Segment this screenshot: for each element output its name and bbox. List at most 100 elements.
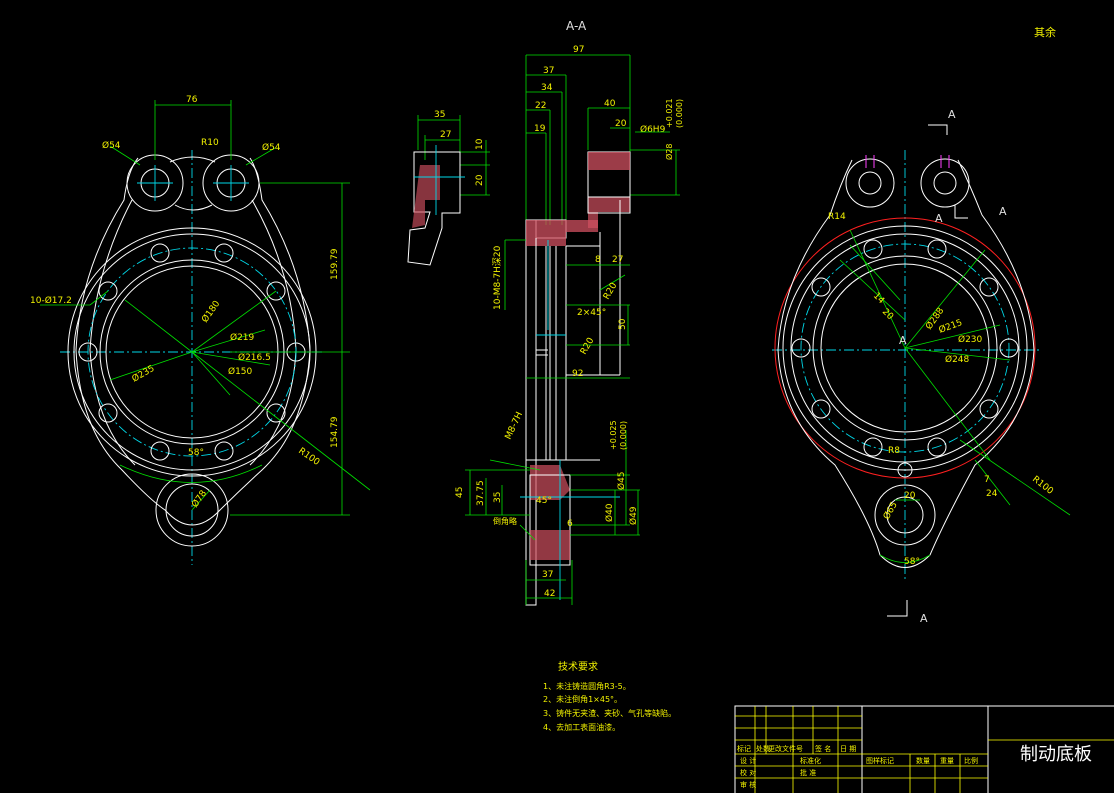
right-dim-phi65: Ø65 xyxy=(881,500,900,522)
sec-note-chamfer: 倒角略 xyxy=(493,516,517,526)
front-dim-phi235: Ø235 xyxy=(130,363,157,385)
right-section-mark-1: A xyxy=(948,108,956,121)
tb-info-weight: 重量 xyxy=(940,757,954,765)
detail-view: 35 27 10 20 xyxy=(407,110,490,266)
right-red-arc xyxy=(774,217,1036,479)
notes-title: 技术要求 xyxy=(558,660,598,673)
tb-info-mark: 图样标记 xyxy=(866,756,894,765)
front-dim-phi219: Ø219 xyxy=(230,332,255,343)
sec-dim-thread-10m8: 10-M8-7H深20 xyxy=(492,245,503,310)
front-dim-bolt-holes: 10-Ø17.2 xyxy=(30,295,72,306)
right-section-mark-3: A xyxy=(999,205,1007,218)
technical-notes: 技术要求 1、未注铸造圆角R3-5。 2、未注倒角1×45°。 3、铸件无夹渣、… xyxy=(543,660,676,732)
tb-rev-h4: 签 名 xyxy=(815,744,831,753)
sec-dim-r20a: R20 xyxy=(602,281,620,302)
front-dim-76: 76 xyxy=(186,95,198,105)
tb-rev-h3: 更改文件号 xyxy=(768,744,803,753)
right-dim-r14: R14 xyxy=(828,212,846,222)
right-dim-phi215: Ø215 xyxy=(937,317,964,336)
tb-info-qty: 数量 xyxy=(916,756,930,765)
sec-dim-20: 20 xyxy=(615,119,627,129)
sec-dim-45: 45 xyxy=(455,487,465,498)
sec-dim-34: 34 xyxy=(541,83,553,93)
sec-dim-37: 37 xyxy=(543,66,554,76)
front-dim-phi54-left: Ø54 xyxy=(102,140,121,151)
sec-dim-phi45-tol-lower: (0.000) xyxy=(619,421,628,450)
tb-rev-h1: 标记 xyxy=(737,744,751,753)
right-dim-r100: R100 xyxy=(1030,474,1055,496)
sec-dim-phi40: Ø40 xyxy=(604,503,615,522)
right-center-label: A xyxy=(899,334,907,347)
sec-dim-phi28-tol-upper: +0.021 xyxy=(665,98,674,128)
sec-dim-37b: 37 xyxy=(542,570,553,580)
right-view: A A A A R14 14 20 Ø288 Ø215 Ø230 Ø248 R8… xyxy=(772,108,1071,625)
front-dim-58deg: 58° xyxy=(188,448,204,458)
right-dim-20b: 20 xyxy=(904,491,916,501)
title-block: 标记 处数 更改文件号 签 名 日 期 设 计 校 对 审 核 标准化 批 准 … xyxy=(734,705,1114,793)
right-dim-24: 24 xyxy=(986,489,998,499)
tb-rev-h5: 日 期 xyxy=(840,745,856,753)
front-body-inner-left xyxy=(89,199,136,466)
note-2: 2、未注倒角1×45°。 xyxy=(543,694,622,704)
right-dim-7: 7 xyxy=(984,475,990,485)
front-dim-phi54-right: Ø54 xyxy=(262,142,281,153)
sec-dim-phi49: Ø49 xyxy=(628,506,639,525)
right-dim-r8: R8 xyxy=(888,446,900,456)
detail-dim-27: 27 xyxy=(440,130,451,140)
section-title: A-A xyxy=(566,19,587,33)
right-dim-14: 14 xyxy=(871,291,886,306)
front-bottom-lug xyxy=(155,473,229,547)
sec-dim-40: 40 xyxy=(604,99,616,109)
detail-dim-20: 20 xyxy=(475,174,485,186)
right-section-mark-2: A xyxy=(935,212,943,225)
sec-dim-45deg: 45° xyxy=(536,496,552,506)
note-4: 4、去加工表面油漆。 xyxy=(543,722,620,732)
front-dim-phi216-5: Ø216.5 xyxy=(238,352,271,363)
tb-rev-h2: 处数 xyxy=(756,744,770,753)
sec-dim-6: 6 xyxy=(567,519,573,529)
sec-dim-97: 97 xyxy=(573,45,584,55)
sec-dim-2x45: 2×45° xyxy=(577,308,606,318)
front-view: 76 R10 Ø54 Ø54 159.79 154.79 10-Ø17.2 Ø1… xyxy=(30,95,371,565)
front-dim-phi180: Ø180 xyxy=(199,298,222,324)
sec-dim-27b: 27 xyxy=(612,255,623,265)
sec-dim-m8-7h: M8-7H xyxy=(504,411,525,442)
sec-dim-8: 8 xyxy=(595,255,601,265)
corner-roughness-label: 其余 xyxy=(1034,25,1056,39)
sec-dim-37-75: 37.75 xyxy=(476,480,486,506)
sec-dim-phi6h9: Ø6H9 xyxy=(640,124,666,135)
tb-row-design: 设 计 xyxy=(740,756,756,765)
sec-dim-19: 19 xyxy=(534,124,546,134)
front-bottom-hole xyxy=(165,483,219,537)
front-body-outline xyxy=(75,157,311,526)
right-bolt-holes xyxy=(791,239,1019,457)
right-dim-58deg: 58° xyxy=(904,557,920,567)
front-dim-159-79: 159.79 xyxy=(330,248,340,280)
front-dim-154-79: 154.79 xyxy=(330,416,340,448)
tb-row-check: 校 对 xyxy=(740,768,756,777)
tb-mid-approve: 批 准 xyxy=(800,768,816,777)
tb-row-review: 审 核 xyxy=(740,780,756,789)
sec-dim-92: 92 xyxy=(572,369,583,379)
detail-dim-10: 10 xyxy=(475,138,485,150)
right-section-mark-4: A xyxy=(920,612,928,625)
sec-dim-35: 35 xyxy=(493,492,503,503)
sec-dim-r20b: R20 xyxy=(579,336,597,357)
right-dim-phi230: Ø230 xyxy=(958,334,983,345)
sec-dim-50: 50 xyxy=(618,318,628,330)
sec-dim-42: 42 xyxy=(544,589,555,599)
sec-dim-phi45-tol-upper: +0.025 xyxy=(609,420,618,450)
note-1: 1、未注铸造圆角R3-5。 xyxy=(543,681,631,691)
tb-part-name: 制动底板 xyxy=(1020,744,1092,765)
tb-info-scale: 比例 xyxy=(964,756,978,765)
sec-dim-22: 22 xyxy=(535,101,546,111)
detail-dim-35: 35 xyxy=(434,110,445,120)
section-view: 97 37 34 22 19 40 20 Ø6H9 Ø28 +0.021 (0.… xyxy=(455,45,684,606)
sec-dim-phi28-tol-lower: (0.000) xyxy=(675,99,684,128)
sec-dim-phi28: Ø28 xyxy=(664,144,674,160)
sec-dim-phi45: Ø45 xyxy=(616,471,627,490)
front-dim-r10: R10 xyxy=(201,138,219,148)
note-3: 3、铸件无夹渣、夹砂、气孔等缺陷。 xyxy=(543,708,676,718)
front-dim-phi150: Ø150 xyxy=(228,366,253,377)
